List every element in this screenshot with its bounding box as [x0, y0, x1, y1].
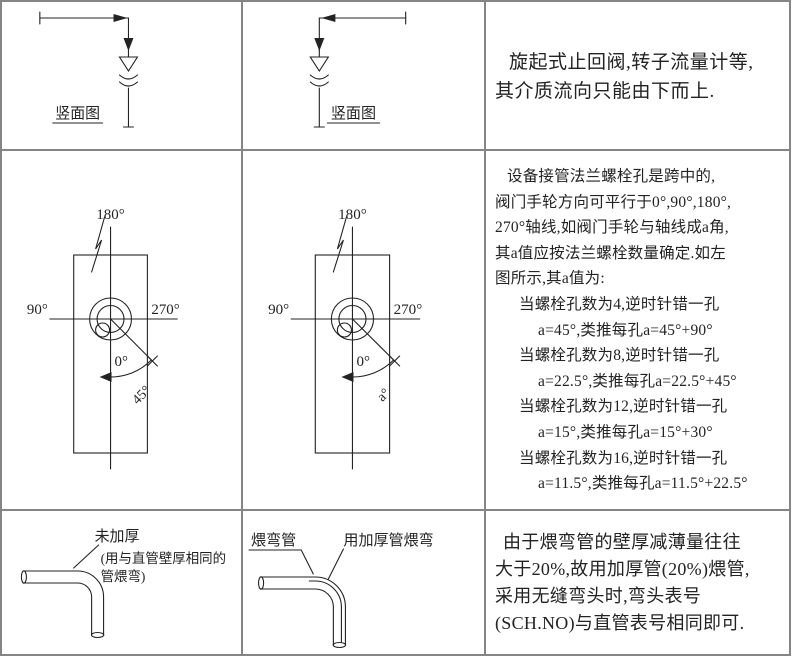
bolt-hole — [95, 322, 111, 338]
label-180: 180° — [338, 207, 367, 223]
text-line: a=22.5°,类推每孔a=22.5°+45° — [538, 372, 737, 390]
text-line: 当螺栓孔数为16,逆时针错一孔 — [519, 449, 728, 467]
label-0: 0° — [115, 354, 128, 370]
bend-label: 未加厚 — [95, 528, 140, 545]
bend-note-line: (用与直管壁厚相同的 — [101, 551, 226, 566]
pipe-break-rectangle — [314, 216, 391, 454]
pipe-run — [314, 11, 407, 58]
text-line: 阀门手轮方向可平行于0°,90°,180°, — [495, 193, 732, 211]
check-valve-symbol — [118, 56, 139, 87]
text-line: 采用无缝弯头时,弯头表号 — [495, 586, 702, 606]
flange-circles — [330, 297, 375, 341]
text-line: 其介质流向只能由下而上. — [495, 81, 715, 102]
centerlines — [290, 226, 421, 470]
valve-elevation-diagram: 竖面图 — [309, 11, 407, 128]
pipe-bend-diagram: 煨弯管 用加厚管煨弯 — [248, 532, 434, 649]
text-line: 其a值应按法兰螺栓数量确定.如左 — [495, 244, 726, 262]
flow-arrow-down — [314, 38, 325, 51]
text-line: a=45°,类推每孔a=45°+90° — [538, 321, 713, 339]
pipe-bend-diagram: 未加厚 (用与直管壁厚相同的 管煨弯) — [20, 528, 226, 639]
arc-arrowhead — [341, 372, 354, 382]
flange-bolt-angle-diagram: 180° 90° 270° 0° 45° — [27, 207, 180, 470]
label-underline-leader — [248, 549, 314, 575]
flow-arrow-horizontal — [321, 14, 336, 22]
flow-arrow-horizontal — [113, 14, 128, 22]
view-caption: 竖面图 — [331, 105, 376, 122]
x-marker — [389, 355, 401, 367]
break-line — [332, 216, 347, 273]
flow-arrow-down — [123, 38, 134, 51]
label-90: 90° — [27, 302, 48, 318]
text-line: 旋起式止回阀,转子流量计等, — [509, 52, 754, 73]
text-line: a=15°,类推每孔a=15°+30° — [538, 423, 713, 441]
pipe-end-cap — [20, 570, 27, 584]
label-180: 180° — [96, 207, 124, 223]
angle-construction — [99, 318, 158, 382]
label-270: 270° — [394, 302, 423, 318]
pipe-end-cap — [332, 641, 347, 649]
cell-bend-note: 由于煨弯管的壁厚减薄量往往 大于20%,故用加厚管(20%)煨管, 采用无缝弯头… — [486, 511, 789, 654]
text-line: 大于20%,故用加厚管(20%)煨管, — [495, 559, 750, 579]
label-angle: a° — [375, 386, 394, 405]
cell-valve-elevation-left: 竖面图 — [2, 2, 243, 151]
text-line: a=11.5°,类推每孔a=11.5°+22.5° — [538, 475, 748, 493]
cell-flange-angle-45: 180° 90° 270° 0° 45° — [2, 151, 243, 511]
cell-flange-note: 设备接管法兰螺栓孔是跨中的, 阀门手轮方向可平行于0°,90°,180°, 27… — [486, 151, 789, 511]
angle-construction — [341, 318, 401, 382]
text-line: 当螺栓孔数为12,逆时针错一孔 — [519, 398, 728, 416]
text-line: 当螺栓孔数为8,逆时针错一孔 — [519, 347, 720, 365]
bend-note-line: 管煨弯) — [101, 568, 146, 584]
label-90: 90° — [268, 302, 289, 318]
cell-valve-elevation-right: 竖面图 — [243, 2, 486, 151]
valve-elevation-diagram: 竖面图 — [39, 11, 139, 128]
label-angle: 45° — [130, 383, 154, 407]
pipe-elbow — [20, 570, 105, 639]
wall-thickness-line — [308, 580, 342, 643]
cell-checkvalve-note: 旋起式止回阀,转子流量计等, 其介质流向只能由下而上. — [486, 2, 789, 151]
cell-flange-angle-a: 180° 90° 270° 0° a° — [243, 151, 486, 511]
pipe-elbow-thickened — [258, 576, 347, 649]
break-line — [91, 216, 106, 273]
bend-label: 煨弯管 — [251, 532, 296, 549]
bolt-hole — [336, 322, 353, 338]
text-line: (SCH.NO)与直管表号相同即可. — [495, 613, 745, 633]
bend-callout: 用加厚管煨弯 — [343, 532, 433, 549]
text-line: 图所示,其a值为: — [495, 270, 605, 288]
text-line: 当螺栓孔数为4,逆时针错一孔 — [519, 295, 720, 313]
leader-line — [327, 548, 344, 580]
text-line: 设备接管法兰螺栓孔是跨中的, — [507, 168, 716, 185]
label-270: 270° — [151, 302, 179, 318]
leader-line — [73, 544, 100, 569]
flange-circles — [89, 297, 133, 341]
flange-bolt-angle-diagram: 180° 90° 270° 0° a° — [268, 207, 423, 470]
cell-bend-plain: 未加厚 (用与直管壁厚相同的 管煨弯) — [2, 511, 243, 654]
centerlines — [49, 226, 178, 470]
cell-bend-thickened: 煨弯管 用加厚管煨弯 — [243, 511, 486, 654]
text-line: 由于煨弯管的壁厚减薄量往往 — [503, 532, 741, 552]
arc-arrowhead — [99, 372, 112, 382]
pipe-end-cap — [90, 631, 105, 639]
pipe-break-rectangle — [73, 216, 148, 454]
pipe-end-cap — [258, 576, 265, 590]
view-caption: 竖面图 — [55, 105, 100, 122]
label-0: 0° — [356, 354, 370, 370]
pipe-run — [39, 11, 134, 58]
text-line: 270°轴线,如阀门手轮与轴线成a角, — [495, 219, 729, 237]
x-marker — [146, 355, 158, 367]
check-valve-symbol — [309, 56, 330, 87]
